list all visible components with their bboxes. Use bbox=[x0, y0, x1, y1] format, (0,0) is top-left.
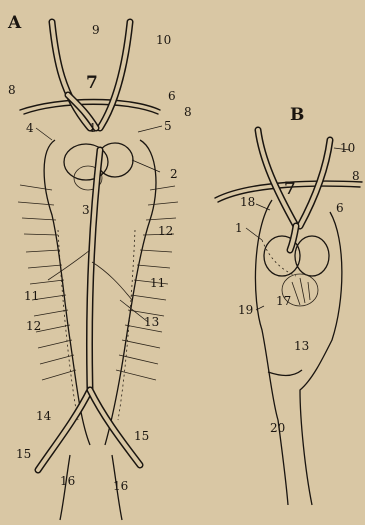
leader-a-4 bbox=[36, 128, 52, 140]
label-a-10: 10 bbox=[156, 33, 171, 47]
panel-a-letter: A bbox=[7, 13, 22, 33]
label-a-13: 13 bbox=[144, 315, 159, 329]
segmental-vessels-right bbox=[116, 186, 178, 380]
trunk-branch-left-a-lumen bbox=[38, 390, 90, 470]
label-a-1: 1 bbox=[89, 121, 97, 135]
label-a-11-left: 11 bbox=[24, 289, 39, 303]
label-a-11-right: 11 bbox=[150, 276, 165, 290]
label-a-16-right: 16 bbox=[113, 479, 128, 493]
organ-outline-a bbox=[44, 140, 156, 445]
label-b-18: 18 bbox=[240, 195, 255, 209]
leader-a-13 bbox=[120, 300, 148, 322]
label-b-10: 10 bbox=[340, 141, 355, 155]
segmental-vessels-left bbox=[18, 185, 76, 380]
label-b-13: 13 bbox=[294, 339, 309, 353]
label-a-9: 9 bbox=[92, 23, 100, 37]
label-a-4: 4 bbox=[26, 121, 34, 135]
leader-a-5 bbox=[138, 126, 162, 132]
leader-a-2 bbox=[132, 160, 160, 172]
panel-b-letter: B bbox=[290, 105, 304, 125]
label-a-2: 2 bbox=[170, 167, 178, 181]
heart-chamber-b-lines bbox=[292, 278, 310, 305]
label-a-16-left: 16 bbox=[60, 474, 75, 488]
oblique-branch-left bbox=[48, 250, 90, 280]
label-b-6: 6 bbox=[336, 201, 344, 215]
oblique-branch-right bbox=[92, 262, 132, 300]
label-a-7: 7 bbox=[86, 73, 98, 93]
arch-vessel-a-lower bbox=[24, 104, 158, 114]
label-b-7: 7 bbox=[284, 179, 296, 199]
label-b-19: 19 bbox=[238, 303, 253, 317]
label-a-5: 5 bbox=[164, 119, 172, 133]
panel-a: A bbox=[7, 13, 192, 520]
label-a-12-left: 12 bbox=[26, 319, 41, 333]
label-a-6: 6 bbox=[168, 89, 176, 103]
label-a-3: 3 bbox=[82, 203, 90, 217]
label-a-8-left: 8 bbox=[8, 83, 16, 97]
label-a-8-right: 8 bbox=[184, 105, 192, 119]
label-b-8: 8 bbox=[352, 169, 360, 183]
label-a-12-right: 12 bbox=[158, 224, 173, 238]
vessel-10-a bbox=[100, 22, 130, 128]
label-a-15-right: 15 bbox=[134, 429, 149, 443]
label-a-14: 14 bbox=[36, 409, 52, 423]
label-a-15-left: 15 bbox=[16, 447, 31, 461]
label-b-17: 17 bbox=[276, 294, 291, 308]
label-b-1: 1 bbox=[235, 221, 243, 235]
organ-neck-b bbox=[268, 370, 302, 376]
panel-b: B 1 6 7 8 10 13 17 18 19 20 bbox=[215, 105, 362, 505]
label-b-20: 20 bbox=[270, 421, 285, 435]
